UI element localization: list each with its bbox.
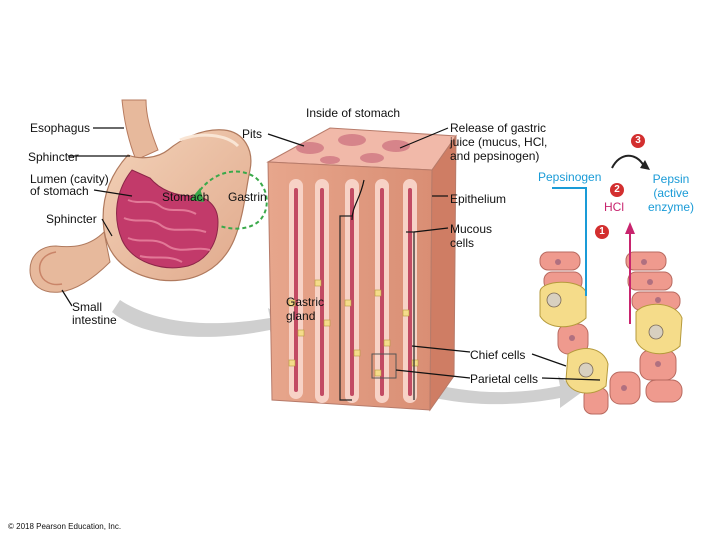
step-2-badge: 2 <box>610 183 624 197</box>
inside-of-stomach-label: Inside of stomach <box>306 106 401 120</box>
lumen-label-line1: Lumen (cavity) <box>30 172 109 186</box>
gastric-gland-label-line2: gland <box>286 309 316 323</box>
lumen-label-line2: of stomach <box>30 184 89 198</box>
pepsin-label-line3: enzyme) <box>647 200 694 214</box>
chief-cells-label: Chief cells <box>470 348 526 362</box>
pepsinogen-label: Pepsinogen <box>538 170 602 184</box>
mucous-cells-label-line2: cells <box>450 236 475 250</box>
pepsin-label-line2: (active <box>653 186 689 200</box>
step-3-badge: 3 <box>631 134 645 148</box>
step-1-badge: 1 <box>595 225 609 239</box>
gastric-tissue-block <box>266 127 457 412</box>
epithelium-label: Epithelium <box>450 192 507 206</box>
activation-arrow <box>611 154 645 169</box>
small-intestine-label-line1: Small <box>72 300 103 314</box>
release-arrow <box>351 179 365 221</box>
parietal-cells-label: Parietal cells <box>470 372 539 386</box>
release-label-line2: juice (mucus, HCl, <box>450 135 548 149</box>
activation-arrowhead <box>640 160 650 170</box>
sphincter-top-label: Sphincter <box>28 150 79 164</box>
leader-lines <box>61 127 601 381</box>
gastrin-feedback-arrow <box>190 170 268 230</box>
gastric-cells-cluster <box>539 251 683 415</box>
release-label-line3: and pepsinogen) <box>450 149 540 163</box>
mucous-cells-label-line1: Mucous <box>450 222 493 236</box>
pits-label: Pits <box>242 127 263 141</box>
gastrin-label: Gastrin <box>228 190 267 204</box>
connector-arrow-block-to-cells <box>386 372 582 408</box>
copyright-notice: © 2018 Pearson Education, Inc. <box>8 522 122 531</box>
esophagus-label: Esophagus <box>30 121 91 135</box>
gastric-gland-label-line1: Gastric <box>286 295 325 309</box>
connector-arrow-stomach-to-block <box>112 300 292 340</box>
release-label-line1: Release of gastric <box>450 121 547 135</box>
stomach-label: Stomach <box>162 190 210 204</box>
hcl-arrowhead <box>625 222 635 234</box>
stomach-illustration <box>29 99 252 293</box>
sphincter-bottom-label: Sphincter <box>46 212 97 226</box>
pepsinogen-arrow <box>552 187 587 296</box>
small-intestine-label-line2: intestine <box>72 313 117 327</box>
hcl-label: HCl <box>604 200 624 214</box>
pepsin-label-line1: Pepsin <box>652 172 690 186</box>
